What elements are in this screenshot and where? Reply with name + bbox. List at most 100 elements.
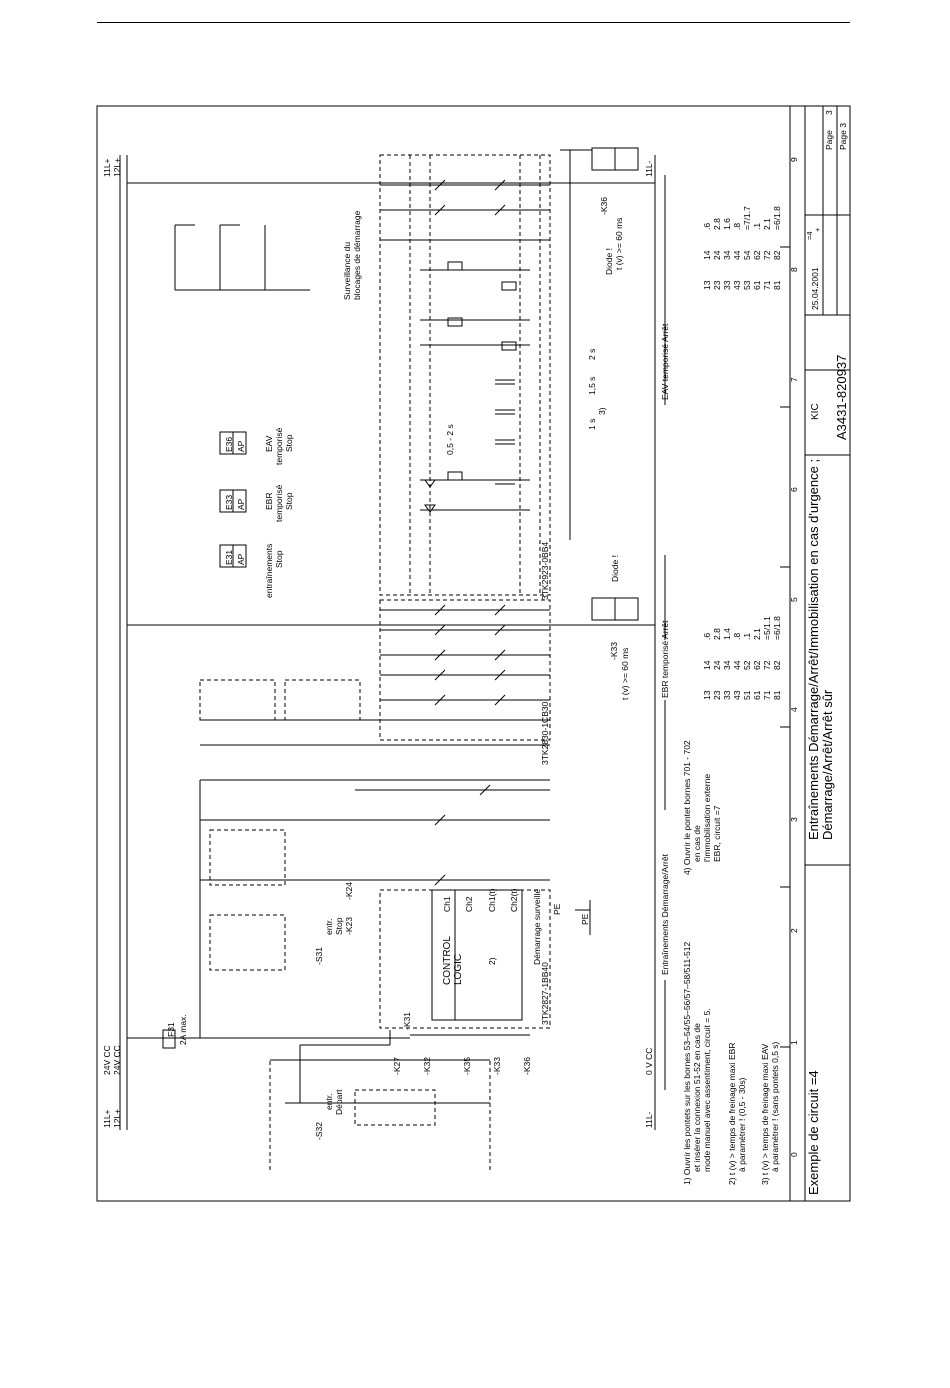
drawing-frame [96,105,851,1202]
eav_table-row-6-col-1: 72 [762,250,772,260]
lamp-e36-name: E36 [224,437,234,452]
eav_table-row-4-col-0: 53 [742,280,752,290]
note-1c: mode manuel avec assentiment, circuit = … [702,1008,712,1172]
page-top-rule [97,22,850,23]
control-logic-2: LOGIC [453,954,464,985]
module-k32 [379,599,551,741]
label-k31: -K31 [402,1012,412,1030]
module-k35 [379,154,551,596]
channel-ch1: Ch1 [442,896,452,912]
ebr_table-row-2-col-2: 1.4 [722,628,732,640]
ebr_table-row-4-col-2: .1 [742,633,752,640]
ebr_table-row-7-col-2: =6/1.8 [772,616,782,640]
eav_table-row-4-col-1: 54 [742,250,752,260]
fuse-f31 [162,1029,176,1049]
ebr_table-row-3-col-1: 44 [732,660,742,670]
eav_table-row-3-col-1: 44 [732,250,742,260]
ebr_table-row-1-col-0: 23 [712,690,722,700]
col-5: 5 [789,597,799,602]
section-eav: EAV temporisé Arrêt [660,323,670,400]
ebr_table-row-0-col-0: 13 [702,690,712,700]
ebr_table-row-6-col-2: =5/1.1 [762,616,772,640]
rail-11l-plus-top: 11L+ [102,158,112,177]
eav_table-row-7-col-1: 82 [772,250,782,260]
pe-label-1: PE [552,903,562,915]
eav_table-row-3-col-2: .8 [732,223,742,230]
label-entr-depart-1: entr. [324,1093,334,1110]
col-2: 2 [789,928,799,933]
lamp-e33-name: E33 [224,495,234,510]
module-k31-type: 3TK2827-1BB40 [540,962,550,1025]
channel-ch2t: Ch2(t) [509,888,519,912]
ebr_table-row-0-col-2: .6 [702,633,712,640]
surveillance-line-2: blocages de démarrage [352,210,362,300]
label-k36: -K36 [522,1057,532,1075]
contact-symbols [434,179,506,886]
eav_table-row-1-col-0: 23 [712,280,722,290]
note-3b: à paramétrer ! (sans pontets 0,5 s) [770,1041,780,1172]
note-1a: 1) Ouvrir les pontets sur les bornes 53–… [682,942,692,1185]
eav_table-row-0-col-1: 14 [702,250,712,260]
timing-note-3: 3) [597,407,607,415]
ebr_table-row-5-col-1: 62 [752,660,762,670]
label-entr-stop-1: entr. [324,918,334,935]
author: KIC [810,403,821,420]
demarrage-surveille: Démarrage surveillé [532,889,542,965]
eav_table-row-3-col-0: 43 [732,280,742,290]
fuse-name: F31 [166,1022,176,1037]
diode-k33-label: Diode ! [610,555,620,582]
label-k32: -K32 [422,1057,432,1075]
eq-marker: =4 [805,231,814,240]
eav_table-row-5-col-2: .1 [752,223,762,230]
label-s31: -S31 [314,947,324,965]
module-k35-type: 3TK2923-0BB4 [540,542,550,600]
col-8: 8 [789,267,799,272]
eav_table-row-5-col-1: 62 [752,250,762,260]
eav-contact-table: 1314.623242.833341.64344.85354=7/1.76162… [702,206,782,290]
ebr_table-row-4-col-0: 51 [742,690,752,700]
lamp-e33-ap: AP [236,498,246,510]
ebr_table-row-4-col-1: 52 [742,660,752,670]
eav_table-row-4-col-2: =7/1.7 [742,206,752,230]
lamp-e31-name: E31 [224,550,234,565]
note-4a: 4) Ouvrir le pontet bornes 701 - 702 [682,740,692,875]
lamp-label-3c: Stop [284,434,294,452]
eav_table-row-2-col-2: 1.6 [722,218,732,230]
doc-number: A3431-820937 [834,355,849,440]
rail-12l-plus-bottom: 12L+ [112,1109,122,1128]
eav_table-row-6-col-0: 71 [762,280,772,290]
tv-k36: t (v) >= 60 ms [614,218,624,270]
lamp-label-2b: temporisé [274,484,284,522]
coil-k36-name: -K36 [599,197,609,215]
control-note-2: 2) [487,957,497,965]
timing-range: 0,5 - 2 s [445,424,455,455]
rail-24v-1: 24V CC [102,1045,112,1075]
rail-11l-minus-top: 11L- [644,160,654,177]
plus-marker: + [813,227,822,232]
module-k32-type: 3TK2830-1CB30 [540,701,550,765]
timing-1s: 1 s [587,419,597,430]
ebr_table-row-7-col-0: 81 [772,690,782,700]
note-4d: EBR, circuit =7 [712,805,722,862]
diode-k36-label: Diode ! [604,248,614,275]
ebr_table-row-5-col-2: 2.1 [752,628,762,640]
col-9: 9 [789,157,799,162]
ebr_table-row-1-col-1: 24 [712,660,722,670]
lamp-e31-ap: AP [236,553,246,565]
label-k24: -K24 [344,882,354,900]
note-4c: l'immobilisation externe [702,774,712,862]
eav_table-row-1-col-1: 24 [712,250,722,260]
surveillance-line-1: Surveillance du [342,242,352,300]
label-k35: -K35 [462,1057,472,1075]
lamp-label-2c: Stop [284,492,294,510]
timing-2s: 2 s [587,349,597,360]
label-s32: -S32 [314,1122,324,1140]
label-entr-stop-2: Stop [334,917,344,935]
ebr_table-row-5-col-0: 61 [752,690,762,700]
control-logic-1: CONTROL [442,936,453,985]
col-4: 4 [789,707,799,712]
note-4b: en cas de [692,825,702,862]
page-label: Page [824,130,834,150]
timing-components [424,261,517,513]
lamp-label-1a: entraînements [264,544,274,598]
